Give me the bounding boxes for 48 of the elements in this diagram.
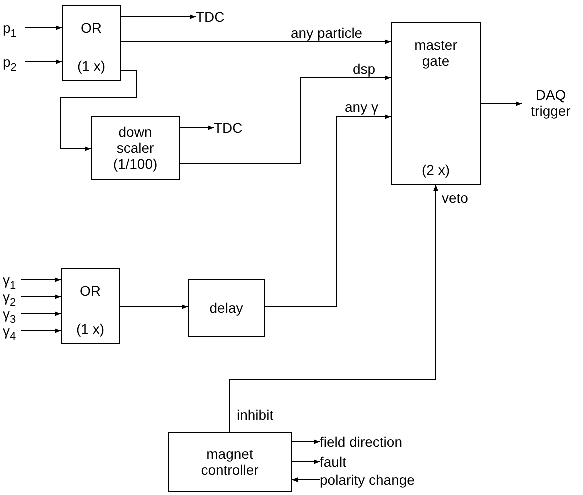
box-multiplicity: (2 x) <box>421 162 451 178</box>
box-title: OR <box>81 20 102 36</box>
signal-label: γ$_{4}$ <box>3 323 16 339</box>
signal-label: TDC <box>196 9 225 25</box>
logic-box <box>391 22 481 185</box>
signal-arrow <box>180 76 392 164</box>
signal-label: γ$_{2}$ <box>3 289 16 305</box>
box-title: down scaler (1/100) <box>112 124 159 172</box>
signal-arrow <box>292 460 320 464</box>
signal-arrow <box>120 304 188 310</box>
signal-label: fault <box>320 454 346 470</box>
signal-arrow <box>60 70 138 152</box>
signal-arrow <box>24 60 62 64</box>
signal-arrow <box>264 114 392 308</box>
signal-arrow <box>20 294 62 300</box>
signal-arrow <box>230 184 438 432</box>
signal-label: TDC <box>214 120 243 136</box>
box-title: delay <box>210 300 244 316</box>
signal-arrow <box>120 40 392 44</box>
logic-box <box>91 116 180 180</box>
signal-label: γ$_{3}$ <box>3 306 16 322</box>
signal-arrow <box>292 440 320 444</box>
signal-arrow <box>20 312 62 316</box>
logic-box <box>188 279 265 337</box>
signal-arrow <box>480 102 522 106</box>
box-title: magnet controller <box>200 446 260 478</box>
box-multiplicity: (1 x) <box>76 321 104 337</box>
box-title: OR <box>80 283 101 299</box>
edge-label: any particle <box>290 25 364 41</box>
signal-label: p$_{2}$ <box>3 54 17 70</box>
box-multiplicity: (1 x) <box>78 58 106 74</box>
signal-arrow <box>20 328 62 334</box>
signal-label: inhibit <box>236 407 275 423</box>
signal-label: p$_{1}$ <box>3 20 17 36</box>
signal-arrow <box>120 14 196 20</box>
signal-label: polarity change <box>320 472 415 488</box>
signal-label: field direction <box>320 434 402 450</box>
logic-box <box>61 268 120 344</box>
signal-label: γ$_{1}$ <box>3 272 16 288</box>
edge-label: dsp <box>352 61 377 77</box>
signal-arrow <box>20 278 62 282</box>
signal-arrow <box>180 126 214 130</box>
logic-box <box>62 5 121 81</box>
signal-label: DAQ trigger <box>530 87 572 119</box>
logic-box <box>168 432 292 492</box>
signal-arrow <box>292 478 320 482</box>
signal-arrow <box>24 26 62 30</box>
box-title: master gate <box>414 37 458 69</box>
